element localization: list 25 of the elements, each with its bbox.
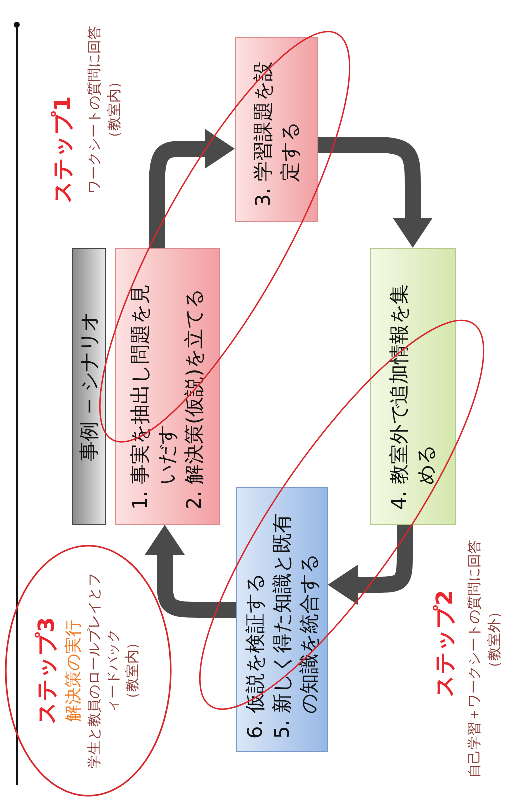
step-description: 学生と教員のロールプレイとフィードバック [86, 572, 123, 771]
process-box [236, 487, 328, 752]
step-heading: ステップ1 [50, 95, 77, 206]
step-description: （教室外） [486, 604, 504, 677]
process-box [235, 37, 318, 222]
step-text: 5. 新しく得た知識と既有の知識を統合する [268, 512, 322, 739]
step-title: 解決策の実行 [63, 620, 85, 722]
step-ellipse [5, 545, 172, 797]
box-title: 事例 − シナリオ [76, 312, 102, 462]
step-text: 4. 教室外で追加情報を集める [386, 284, 439, 510]
bent-arrow [318, 137, 433, 248]
step-heading: ステップ3 [34, 617, 61, 725]
step-description: ワークシートの質問に回答 [86, 25, 104, 196]
process-box [370, 248, 456, 525]
step-text: 6. 仮説を検証する [242, 574, 268, 739]
bent-arrow [149, 129, 235, 248]
process-box [115, 248, 220, 525]
scenario-box [72, 248, 106, 525]
step-note: （教室内） [124, 636, 142, 706]
step-heading: ステップ2 [432, 589, 459, 700]
bent-arrow [145, 525, 238, 618]
step-text: 3. 学習課題を設定する [250, 60, 302, 207]
step-description: （教室内） [106, 74, 124, 147]
step-description: 自己学習＋ワークシートの質問に回答 [466, 539, 484, 780]
bent-arrow [328, 522, 413, 605]
